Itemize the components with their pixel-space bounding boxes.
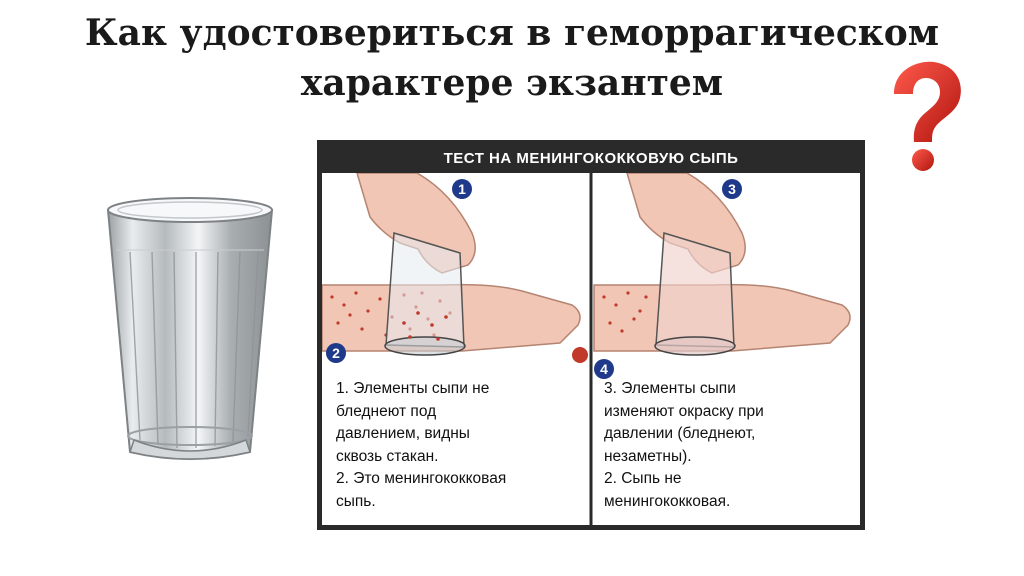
meningococcal-test-panel: ТЕСТ НА МЕНИНГОКОККОВУЮ СЫПЬ: [317, 140, 865, 530]
faceted-glass-image: [106, 197, 274, 460]
right-description: 3. Элементы сыпи изменяют окраску при да…: [604, 380, 764, 510]
marker-2: 2: [332, 345, 340, 361]
slide-title: Как удостовериться в геморрагическом хар…: [84, 12, 940, 104]
glass-test-illustration: 1 2 3 4: [322, 173, 851, 525]
left-description: 1. Элементы сыпи не бледнеют под давлени…: [336, 380, 507, 510]
marker-3: 3: [728, 181, 736, 197]
panel-header: ТЕСТ НА МЕНИНГОКОККОВУЮ СЫПЬ: [443, 150, 739, 167]
marker-4: 4: [600, 361, 608, 377]
question-mark-icon: [894, 61, 961, 171]
panel-body: 1 2 3 4 1. Элементы сыпи не бледнеют под…: [322, 173, 860, 525]
marker-1: 1: [458, 181, 466, 197]
